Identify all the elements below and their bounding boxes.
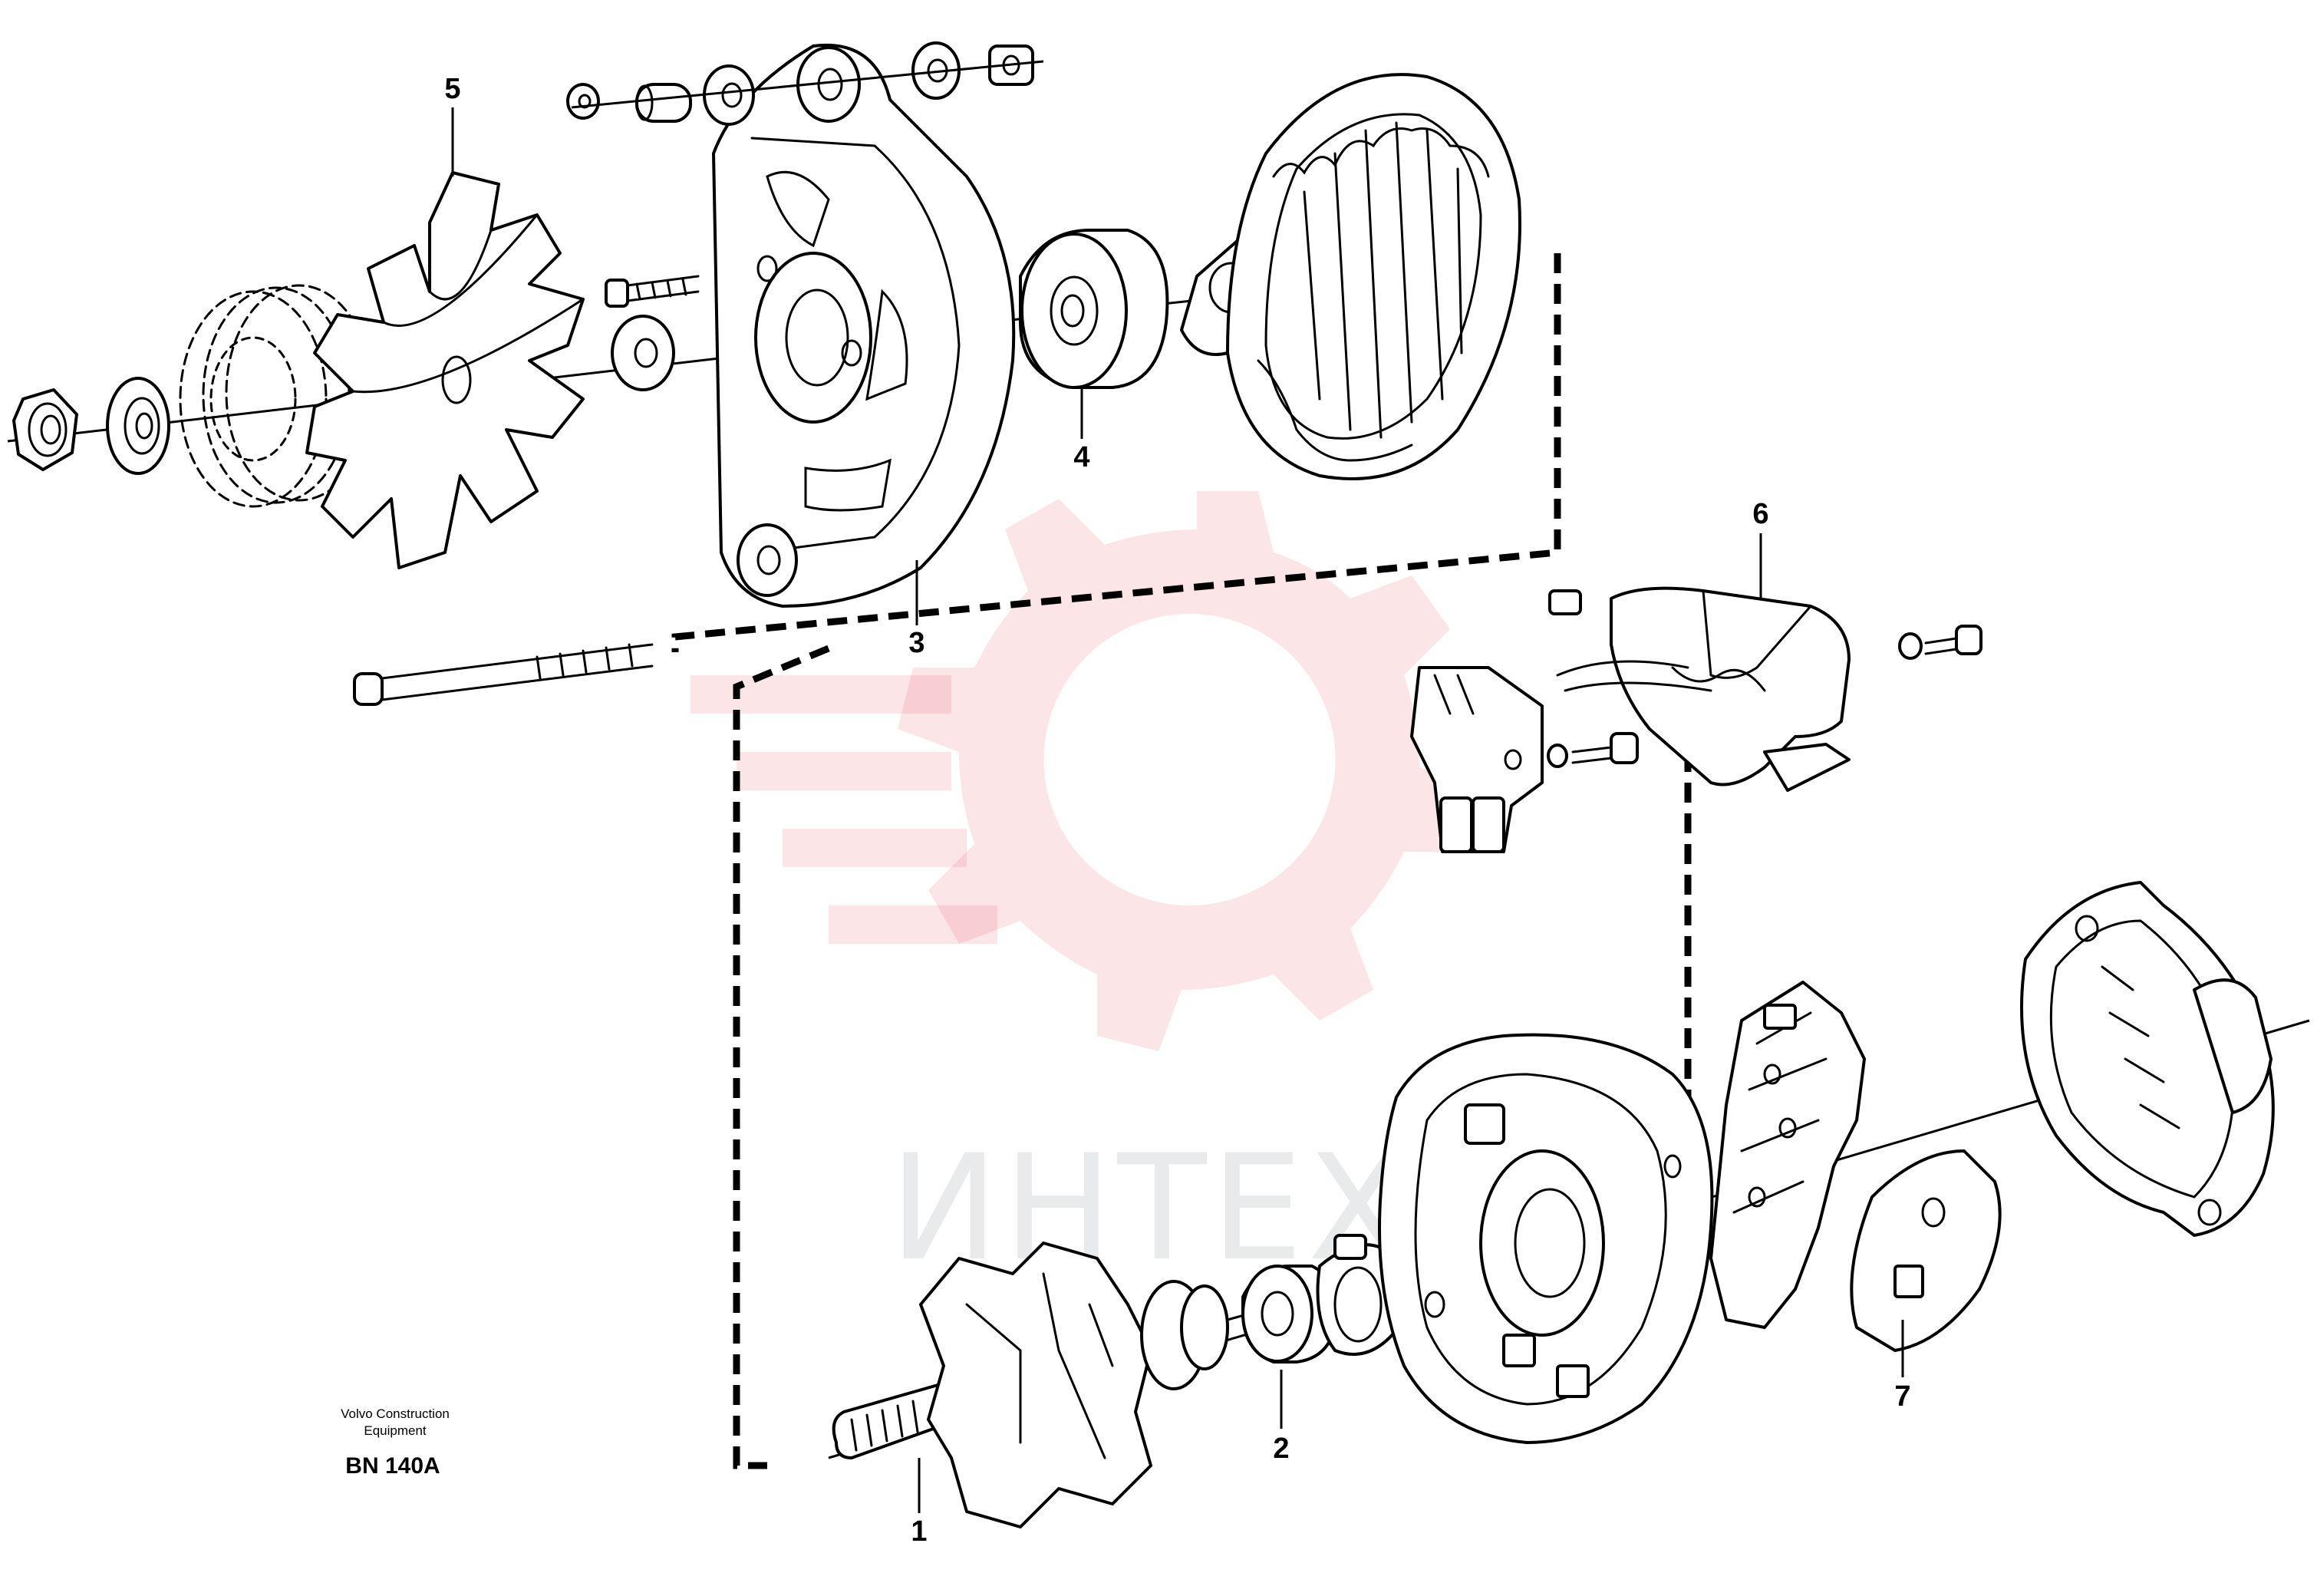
mounting-bushing-set <box>566 41 1044 126</box>
callout-5: 5 <box>444 73 460 105</box>
callout-3: 3 <box>908 627 924 659</box>
rectifier <box>1709 981 2002 1352</box>
brush-holder-screw <box>1547 732 1639 768</box>
shaft-nut <box>12 388 78 471</box>
figure-caption: Volvo Construction Equipment BN 140A <box>341 1406 450 1479</box>
assembly-guides <box>671 253 1692 1469</box>
rear-bearing <box>1241 1265 1338 1364</box>
bracket-washer <box>611 315 675 391</box>
voltage-regulator <box>1548 586 1851 792</box>
figure-code: BN 140A <box>345 1453 440 1479</box>
watermark-gear-logo <box>898 491 1481 1051</box>
front-bearing <box>1019 229 1169 389</box>
rotor <box>832 1242 1267 1528</box>
rear-cover <box>2020 881 2275 1237</box>
stator <box>1180 73 1521 480</box>
spring-washer <box>106 377 170 475</box>
regulator-screw <box>1898 625 1982 660</box>
callout-7: 7 <box>1894 1380 1910 1413</box>
through-bolt <box>353 643 654 706</box>
brush-holder <box>1410 666 1544 853</box>
callout-1: 1 <box>911 1515 927 1548</box>
bracket-screw <box>605 275 700 308</box>
manufacturer-line-2: Equipment <box>364 1423 427 1438</box>
watermark-speed-lines <box>690 675 997 944</box>
watermark: ИНТЕХ <box>690 491 1481 1293</box>
drive-end-bracket <box>712 43 1016 608</box>
cooling-fan <box>305 171 585 569</box>
callouts: 1 2 3 4 5 6 7 <box>444 73 1910 1548</box>
callout-2: 2 <box>1273 1433 1289 1465</box>
slip-ring-end-bracket <box>1378 1033 1714 1444</box>
callout-4: 4 <box>1073 441 1089 473</box>
callout-6: 6 <box>1752 498 1768 530</box>
manufacturer-line-1: Volvo Construction <box>341 1406 450 1421</box>
